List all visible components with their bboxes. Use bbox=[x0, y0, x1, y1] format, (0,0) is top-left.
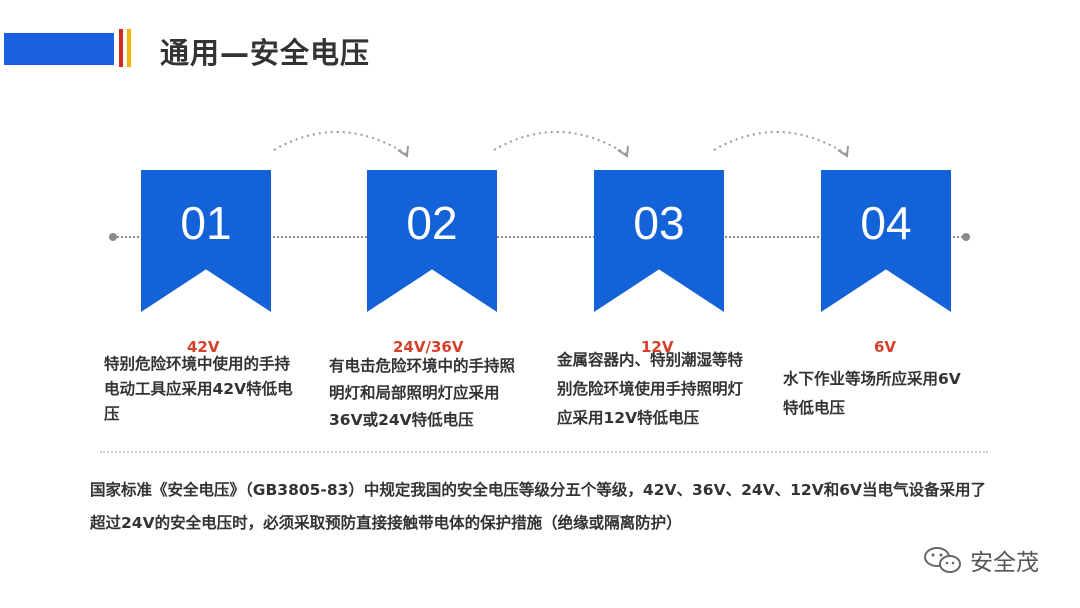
step-number: 02 bbox=[406, 197, 458, 249]
header-blue-bar bbox=[4, 33, 114, 65]
arrow-arc-1-2 bbox=[273, 130, 409, 158]
step-description-04: 水下作业等场所应采用6V特低电压 bbox=[783, 370, 961, 417]
step-voltage-02: 24V/36V bbox=[393, 338, 464, 356]
step-description-01: 特别危险环境中使用的手持电动工具应采用42V特低电压 bbox=[104, 355, 293, 423]
arrow-arc-2-3 bbox=[493, 130, 629, 158]
wechat-icon bbox=[924, 547, 961, 573]
step-description-02: 有电击危险环境中的手持照明灯和局部照明灯应采用36V或24V特低电压 bbox=[329, 357, 516, 429]
step-ribbon-04: 04 bbox=[821, 170, 951, 312]
step-ribbon-01: 01 bbox=[141, 170, 271, 312]
step-number: 03 bbox=[633, 197, 685, 249]
step-voltage-01: 42V bbox=[187, 338, 220, 356]
step-voltage-04: 6V bbox=[874, 338, 897, 356]
timeline-end-dot bbox=[962, 233, 970, 241]
arrow-arc-3-4 bbox=[713, 130, 849, 158]
step-ribbon-02: 02 bbox=[367, 170, 497, 312]
timeline-axis bbox=[113, 236, 967, 238]
header-yellow-bar bbox=[127, 29, 131, 67]
step-description-03: 金属容器内、特别潮湿等特别危险环境使用手持照明灯应采用12V特低电压 bbox=[557, 351, 744, 427]
header-red-bar bbox=[119, 29, 123, 67]
step-number: 04 bbox=[860, 197, 912, 249]
step-ribbon-03: 03 bbox=[594, 170, 724, 312]
step-number: 01 bbox=[180, 197, 232, 249]
timeline-start-dot bbox=[109, 233, 117, 241]
brand-watermark: 安全茂 bbox=[922, 543, 1039, 577]
brand-name: 安全茂 bbox=[970, 550, 1039, 576]
step-voltage-03: 12V bbox=[641, 338, 674, 356]
page-title: 通用—安全电压 bbox=[160, 36, 371, 70]
standard-note: 国家标准《安全电压》（GB3805-83）中规定我国的安全电压等级分五个等级，4… bbox=[90, 481, 986, 532]
divider bbox=[100, 451, 988, 453]
